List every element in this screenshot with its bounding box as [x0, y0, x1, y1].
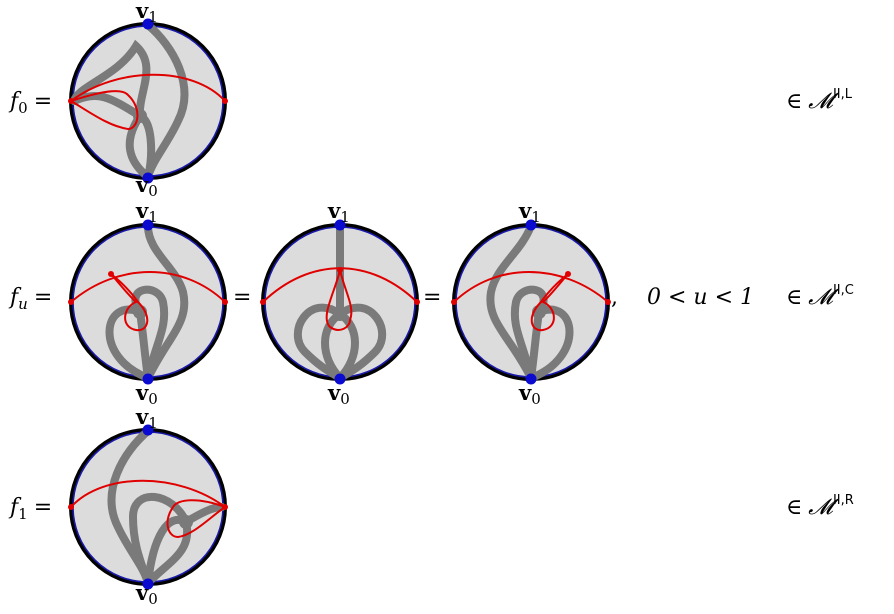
- eq-2: =: [233, 285, 251, 310]
- eq-3: =: [423, 285, 441, 310]
- disk-fu-1: [68, 219, 228, 385]
- vbot-fu-3: v0: [518, 380, 541, 408]
- red-dot-right: [222, 504, 228, 510]
- red-dot-left: [451, 299, 457, 305]
- vtop-f0: v1: [135, 0, 158, 26]
- condition: 0 < u < 1: [647, 285, 754, 310]
- row-f0-label: f0=: [8, 89, 52, 117]
- disk-fu-2: [260, 219, 420, 385]
- arc-loop: [530, 273, 569, 332]
- arc-top: [70, 271, 226, 303]
- red-dot-left: [68, 299, 74, 305]
- membership-fu: ∈𝓜II,C: [786, 283, 854, 310]
- vbot-f1: v0: [135, 580, 158, 608]
- vertex-top: [525, 219, 537, 231]
- disk-fu-3: [451, 219, 611, 385]
- red-dot-left: [68, 98, 74, 104]
- disk-f0: [68, 18, 228, 184]
- vertex-top: [142, 424, 154, 436]
- row-f1: f1= v1 v0 ∈𝓜II,R: [8, 404, 854, 608]
- vbot-fu-2: v0: [327, 380, 350, 408]
- vertex-top: [142, 18, 154, 30]
- row-f0: f0= v1 v0 ∈𝓜II,L: [8, 0, 853, 200]
- vertex-bottom: [142, 172, 154, 184]
- red-dot-right: [605, 299, 611, 305]
- red-dot-left: [68, 504, 74, 510]
- strand-b: [510, 285, 548, 382]
- strand-a: [486, 222, 535, 382]
- vertex-bottom: [334, 373, 346, 385]
- arc-top: [453, 271, 609, 303]
- vtop-fu-2: v1: [327, 198, 350, 226]
- vtop-f1: v1: [135, 404, 158, 432]
- strand-a: [144, 21, 189, 181]
- arc-top: [70, 479, 226, 508]
- strand-d: [70, 39, 151, 120]
- membership-f0: ∈𝓜II,L: [786, 87, 853, 114]
- strand-b: [131, 285, 169, 382]
- strand-c: [527, 305, 574, 382]
- red-dot-right: [222, 98, 228, 104]
- vertex-bottom: [525, 373, 537, 385]
- vertex-top: [334, 219, 346, 231]
- arc-loop: [325, 269, 353, 331]
- row-fu: fu= v1 v0 =: [8, 198, 854, 408]
- vertex-node: [179, 515, 193, 529]
- strand-c: [144, 518, 192, 587]
- red-dot-right: [414, 299, 420, 305]
- arc-loop: [110, 273, 149, 332]
- disk-f1: [68, 424, 228, 590]
- vertex-bottom: [142, 578, 154, 590]
- arc-top: [70, 73, 226, 102]
- red-dot-right: [222, 299, 228, 305]
- red-dot-inner: [108, 271, 114, 277]
- vertex-node: [133, 109, 147, 123]
- membership-f1: ∈𝓜II,R: [786, 493, 854, 520]
- arc-loop: [70, 90, 139, 131]
- row-f1-label: f1=: [8, 495, 52, 523]
- vertex-bottom: [142, 373, 154, 385]
- vertex-top: [142, 219, 154, 231]
- vtop-fu-3: v1: [518, 198, 541, 226]
- vbot-fu-1: v0: [135, 380, 158, 408]
- strand-a: [144, 222, 189, 382]
- red-dot-inner: [565, 271, 571, 277]
- strand-b: [293, 303, 344, 382]
- strand-c: [105, 305, 152, 382]
- strand-d: [128, 492, 190, 587]
- vertex-node: [333, 307, 347, 321]
- vbot-f0: v0: [135, 172, 158, 200]
- arc-loop: [166, 499, 226, 539]
- vtop-fu-1: v1: [135, 198, 158, 226]
- red-dot-inner: [337, 267, 343, 273]
- row-fu-label: fu=: [8, 285, 52, 313]
- comma: ,: [611, 285, 618, 310]
- red-dot-left: [260, 299, 266, 305]
- strand-c: [336, 303, 387, 382]
